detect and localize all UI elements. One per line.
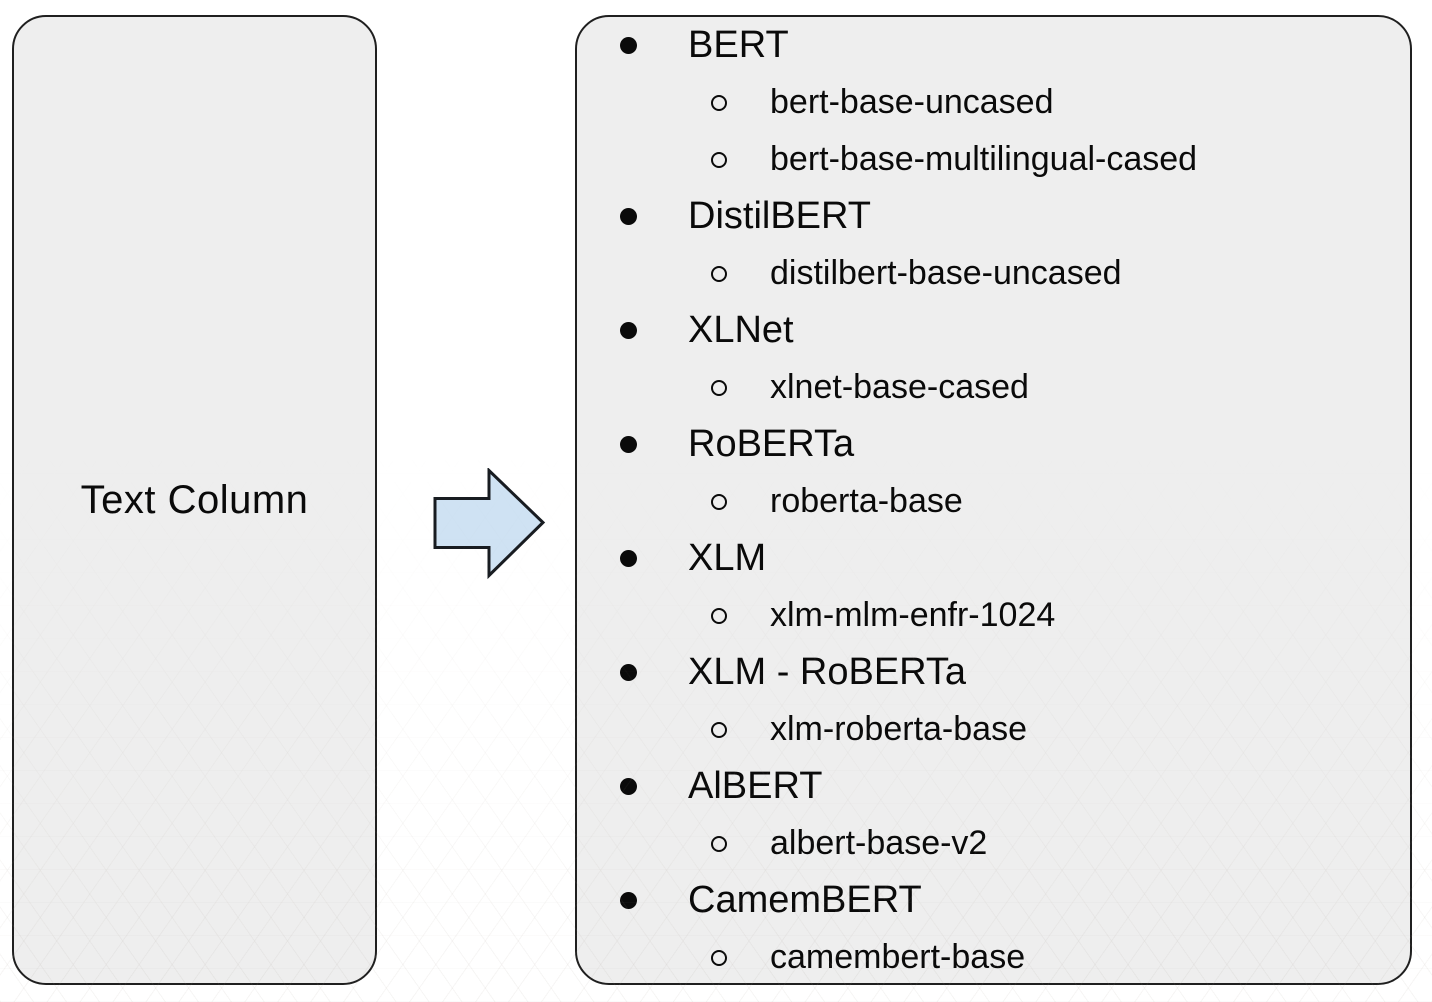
bullet-ring-icon [711, 493, 727, 510]
bullet-ring-icon [711, 151, 727, 168]
model-checkpoint-label: xlm-roberta-base [770, 710, 1027, 748]
bullet-ring-icon [711, 265, 727, 282]
model-checkpoint-row-xlnet-base-cased: xlnet-base-cased [577, 359, 1410, 416]
model-checkpoint-label: roberta-base [770, 482, 963, 520]
bullet-disc-icon [620, 664, 637, 681]
text-column-box: Text Column [12, 15, 377, 985]
model-checkpoint-row-albert-base-v2: albert-base-v2 [577, 815, 1410, 872]
model-checkpoint-label: bert-base-multilingual-cased [770, 140, 1198, 178]
bullet-disc-icon [620, 436, 637, 453]
model-family-row-xlnet: XLNet [577, 302, 1410, 359]
model-list: BERT bert-base-uncased bert-base-multiling… [577, 17, 1410, 983]
model-family-row-albert: AlBERT [577, 758, 1410, 815]
model-checkpoint-row-bert-base-uncased: bert-base-uncased [577, 74, 1410, 131]
model-checkpoint-row-xlm-roberta-base: xlm-roberta-base [577, 701, 1410, 758]
bullet-disc-icon [620, 208, 637, 225]
model-checkpoint-label: camembert-base [770, 938, 1026, 976]
bullet-ring-icon [711, 949, 727, 966]
model-checkpoint-row-roberta-base: roberta-base [577, 473, 1410, 530]
model-family-row-distilbert: DistilBERT [577, 188, 1410, 245]
model-family-row-roberta: RoBERTa [577, 416, 1410, 473]
model-checkpoint-label: albert-base-v2 [770, 824, 988, 862]
model-checkpoint-label: xlm-mlm-enfr-1024 [770, 596, 1056, 634]
bullet-disc-icon [620, 37, 637, 54]
model-family-label: XLNet [688, 309, 794, 351]
model-list-box: BERT bert-base-uncased bert-base-multiling… [575, 15, 1412, 985]
model-family-label: DistilBERT [688, 195, 871, 237]
model-checkpoint-label: bert-base-uncased [770, 83, 1054, 121]
model-family-label: RoBERTa [688, 423, 855, 465]
bullet-ring-icon [711, 835, 727, 852]
bullet-disc-icon [620, 892, 637, 909]
model-checkpoint-label: distilbert-base-uncased [770, 254, 1122, 292]
bullet-disc-icon [620, 778, 637, 795]
bullet-ring-icon [711, 721, 727, 738]
bullet-ring-icon [711, 94, 727, 111]
model-family-row-xlm-roberta: XLM - RoBERTa [577, 644, 1410, 701]
bullet-disc-icon [620, 322, 637, 339]
model-checkpoint-row-distilbert-base-uncased: distilbert-base-uncased [577, 245, 1410, 302]
model-family-row-camembert: CamemBERT [577, 872, 1410, 929]
model-family-label: BERT [688, 24, 789, 66]
model-family-label: AlBERT [688, 765, 823, 807]
text-column-label: Text Column [80, 477, 309, 522]
model-checkpoint-row-bert-base-multilingual-cased: bert-base-multilingual-cased [577, 131, 1410, 188]
bullet-ring-icon [711, 607, 727, 624]
model-family-label: CamemBERT [688, 879, 922, 921]
model-family-row-xlm: XLM [577, 530, 1410, 587]
right-arrow-icon [433, 468, 546, 580]
bullet-ring-icon [711, 379, 727, 396]
model-checkpoint-row-xlm-mlm-enfr-1024: xlm-mlm-enfr-1024 [577, 587, 1410, 644]
model-family-row-bert: BERT [577, 17, 1410, 74]
model-family-label: XLM [688, 537, 767, 579]
bullet-disc-icon [620, 550, 637, 567]
model-checkpoint-row-camembert-base: camembert-base [577, 929, 1410, 983]
model-family-label: XLM - RoBERTa [688, 651, 967, 693]
right-arrow-shape [433, 468, 546, 580]
model-checkpoint-label: xlnet-base-cased [770, 368, 1029, 406]
